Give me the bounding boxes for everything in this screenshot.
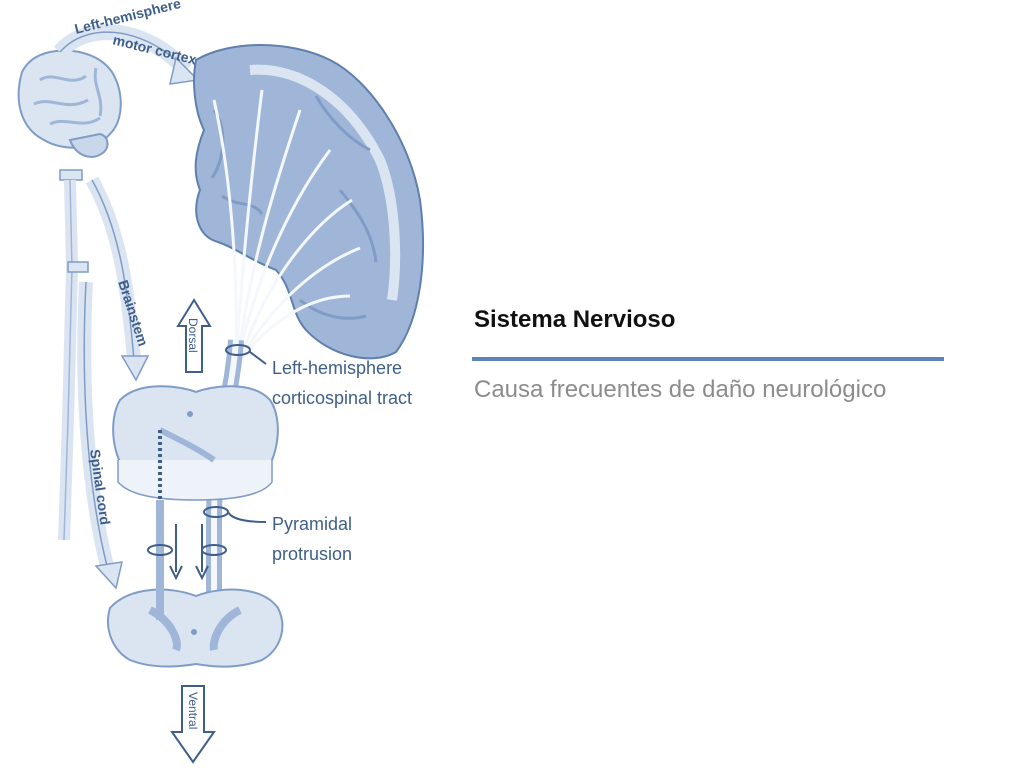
brain-coronal-section: [193, 44, 424, 361]
spinal-cord-cross-section: [107, 500, 284, 668]
ventral-label: Ventral: [186, 692, 200, 729]
spinal-cord-arrow: [77, 281, 123, 590]
dorsal-arrow-icon: Dorsal: [176, 298, 212, 373]
dorsal-label: Dorsal: [186, 318, 200, 353]
pyramidal-protrusion-label: Pyramidal protrusion: [272, 514, 352, 564]
medulla-cross-section: [112, 385, 279, 518]
svg-text:Left-hemisphere: Left-hemisphere: [272, 358, 402, 378]
brainstem-arrow: [85, 176, 150, 382]
slide-subtitle: Causa frecuentes de daño neurológico: [474, 376, 887, 403]
svg-text:protrusion: protrusion: [272, 544, 352, 564]
spinal-column: [58, 179, 89, 541]
corticospinal-tract-diagram: Dorsal Ventral Left-hemisphere motor cor…: [17, 0, 424, 764]
slide-title: Sistema Nervioso: [474, 306, 676, 333]
svg-text:Pyramidal: Pyramidal: [272, 514, 352, 534]
brainstem-label: Brainstem: [115, 278, 151, 348]
motor-cortex-arrow: [54, 24, 200, 85]
corticospinal-tract-label: Left-hemisphere corticospinal tract: [272, 358, 412, 408]
ventral-arrow-icon: Ventral: [170, 685, 216, 764]
title-divider: [472, 357, 944, 361]
svg-text:corticospinal tract: corticospinal tract: [272, 388, 412, 408]
brain-illustration: [17, 49, 122, 181]
